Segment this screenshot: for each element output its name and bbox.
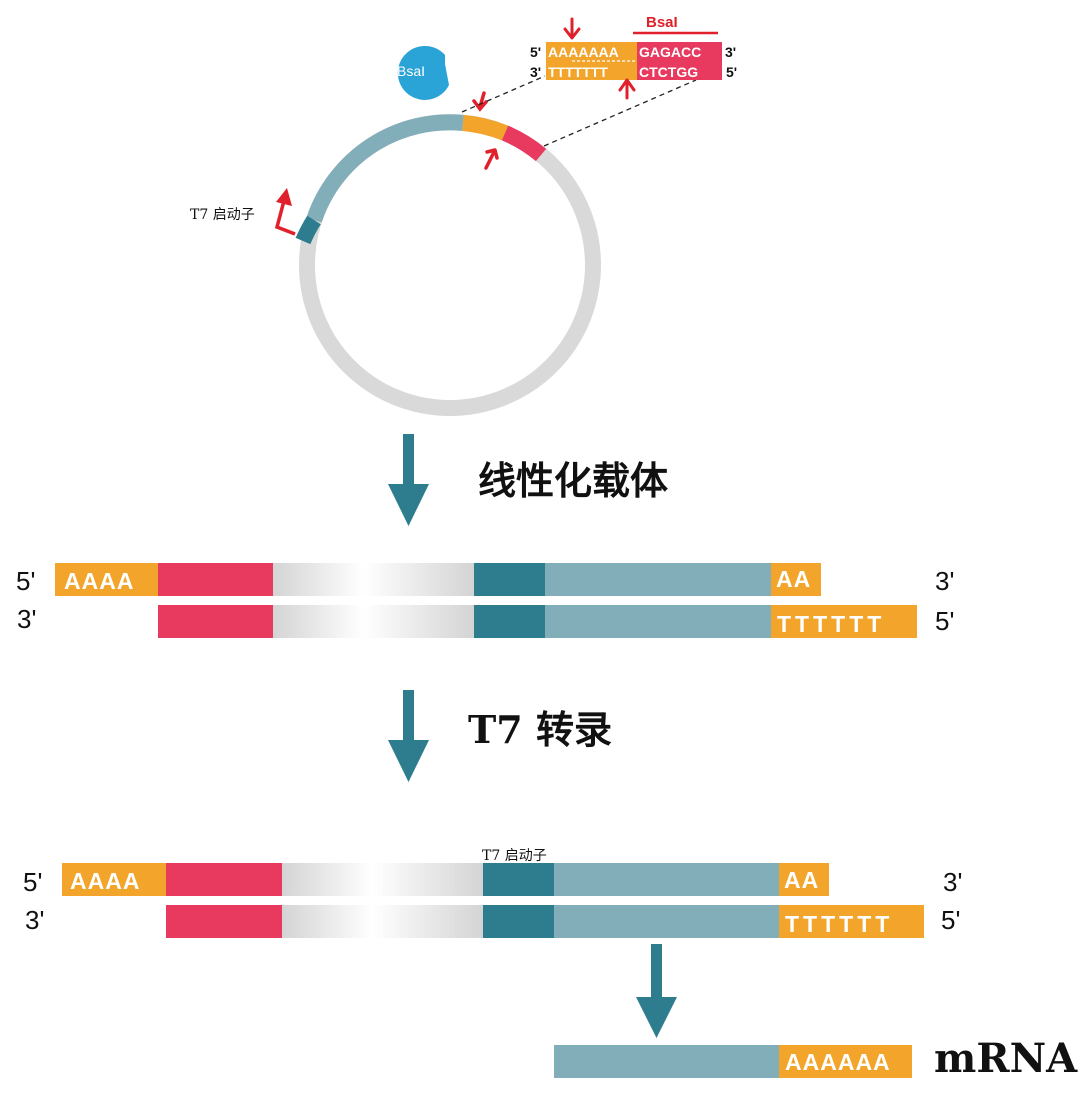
site-pink-block <box>637 42 722 80</box>
site-cut-top-icon <box>563 17 581 40</box>
site-top-5prime: 5' <box>530 44 541 60</box>
tt-top-insert <box>554 863 779 896</box>
tt-top-fade <box>282 863 483 896</box>
tt-bottom-right-tail: TTTTTT <box>785 911 893 937</box>
site-orange-block <box>546 42 637 80</box>
tt-top-pink <box>166 863 282 896</box>
tt-top-promoter <box>483 863 554 896</box>
mrna-poly-a-tail <box>779 1045 912 1078</box>
lv-bottom-promoter <box>474 605 545 638</box>
tt-bottom-right-end: 5' <box>941 905 960 935</box>
t7-promoter-arrow-icon <box>274 196 296 236</box>
lv-top-right-end: 3' <box>935 566 954 596</box>
site-bottom-3prime: 3' <box>530 64 541 80</box>
site-detail: 5' AAAAAAA GAGACC 3' 3' TTTTTTT CTCTGG 5… <box>530 14 737 100</box>
mrna-product: AAAAAA mRNA <box>554 1035 1078 1082</box>
step1-arrow-shaft <box>403 434 414 488</box>
site-cut-bottom-icon <box>618 78 636 100</box>
step3-arrow <box>636 944 677 1038</box>
step2-arrow <box>388 690 429 782</box>
lv-bottom-insert <box>545 605 771 638</box>
enzyme-label: BsaI <box>397 63 425 79</box>
plasmid-poly-a-arc <box>462 115 509 141</box>
step1-label: 线性化载体 <box>478 458 668 503</box>
site-top-3prime: 3' <box>725 44 736 60</box>
lv-bottom-poly-t <box>771 605 917 638</box>
plasmid-insert-arc <box>306 114 464 223</box>
cut-arrow-top-icon <box>472 91 488 112</box>
zoom-line-right <box>543 79 697 147</box>
plasmid-promoter-label: T7 启动子 <box>190 207 255 223</box>
lv-top-pink <box>158 563 273 596</box>
tt-bottom-promoter <box>483 905 554 938</box>
tt-bottom-insert <box>554 905 779 938</box>
step1-arrow <box>388 434 429 526</box>
tt-top-aa <box>779 863 829 896</box>
tt-top-poly-a <box>62 863 166 896</box>
site-top-poly-a: AAAAAAA <box>548 44 619 60</box>
site-top-recognition: GAGACC <box>639 44 701 60</box>
site-bottom-poly-t: TTTTTTT <box>548 64 608 80</box>
step1-arrow-head-icon <box>388 484 429 526</box>
plasmid: T7 启动子 <box>190 75 697 416</box>
tt-bottom-left-end: 3' <box>25 905 44 935</box>
step3-arrow-head-icon <box>636 997 677 1038</box>
step2-arrow-head-icon <box>388 740 429 782</box>
lv-top-poly-a <box>55 563 158 596</box>
step3-arrow-shaft <box>651 944 662 1000</box>
bsai-enzyme: BsaI <box>397 45 449 100</box>
site-bottom-recognition: CTCTGG <box>639 64 698 80</box>
step2-label: T7 转录 <box>468 707 612 752</box>
lv-top-insert <box>545 563 771 596</box>
tt-bottom-pink <box>166 905 282 938</box>
lv-bottom-left-end: 3' <box>17 604 36 634</box>
zoom-line-left <box>461 75 546 113</box>
site-bsai-label: BsaI <box>646 14 678 31</box>
lv-top-right-tail: AA <box>776 566 811 592</box>
mrna-tail-label: AAAAAA <box>785 1049 891 1075</box>
tt-top-left-tail: AAAA <box>70 868 140 894</box>
tt-promoter-label: T7 启动子 <box>482 848 547 864</box>
bsai-pacman-icon <box>397 45 449 100</box>
tt-top-right-tail: AA <box>784 867 819 893</box>
lv-bottom-pink <box>158 605 273 638</box>
lv-top-aa <box>771 563 821 596</box>
plasmid-t7-promoter-arc <box>295 215 321 245</box>
lv-bottom-fade <box>273 605 474 638</box>
tt-top-right-end: 3' <box>943 867 962 897</box>
cut-arrow-bottom-icon <box>484 148 499 170</box>
site-bottom-5prime: 5' <box>726 64 737 80</box>
tt-top-left-end: 5' <box>23 867 42 897</box>
tt-bottom-poly-t <box>779 905 924 938</box>
plasmid-bsai-site-arc <box>501 125 547 162</box>
lv-top-fade <box>273 563 474 596</box>
lv-top-promoter <box>474 563 545 596</box>
step2-arrow-shaft <box>403 690 414 744</box>
transcription-template: T7 启动子 5' AAAA AA 3' 3' TTTTTT 5' <box>23 848 962 938</box>
t7-promoter-arrowhead-icon <box>276 188 292 206</box>
mrna-body <box>554 1045 779 1078</box>
mrna-label: mRNA <box>934 1035 1078 1082</box>
lv-top-left-end: 5' <box>16 566 35 596</box>
lv-top-left-tail: AAAA <box>64 568 134 594</box>
linear-vector: 5' AAAA AA 3' 3' TTTTTT 5' <box>16 563 954 638</box>
lv-bottom-right-end: 5' <box>935 606 954 636</box>
lv-bottom-right-tail: TTTTTT <box>777 611 885 637</box>
tt-bottom-fade <box>282 905 483 938</box>
